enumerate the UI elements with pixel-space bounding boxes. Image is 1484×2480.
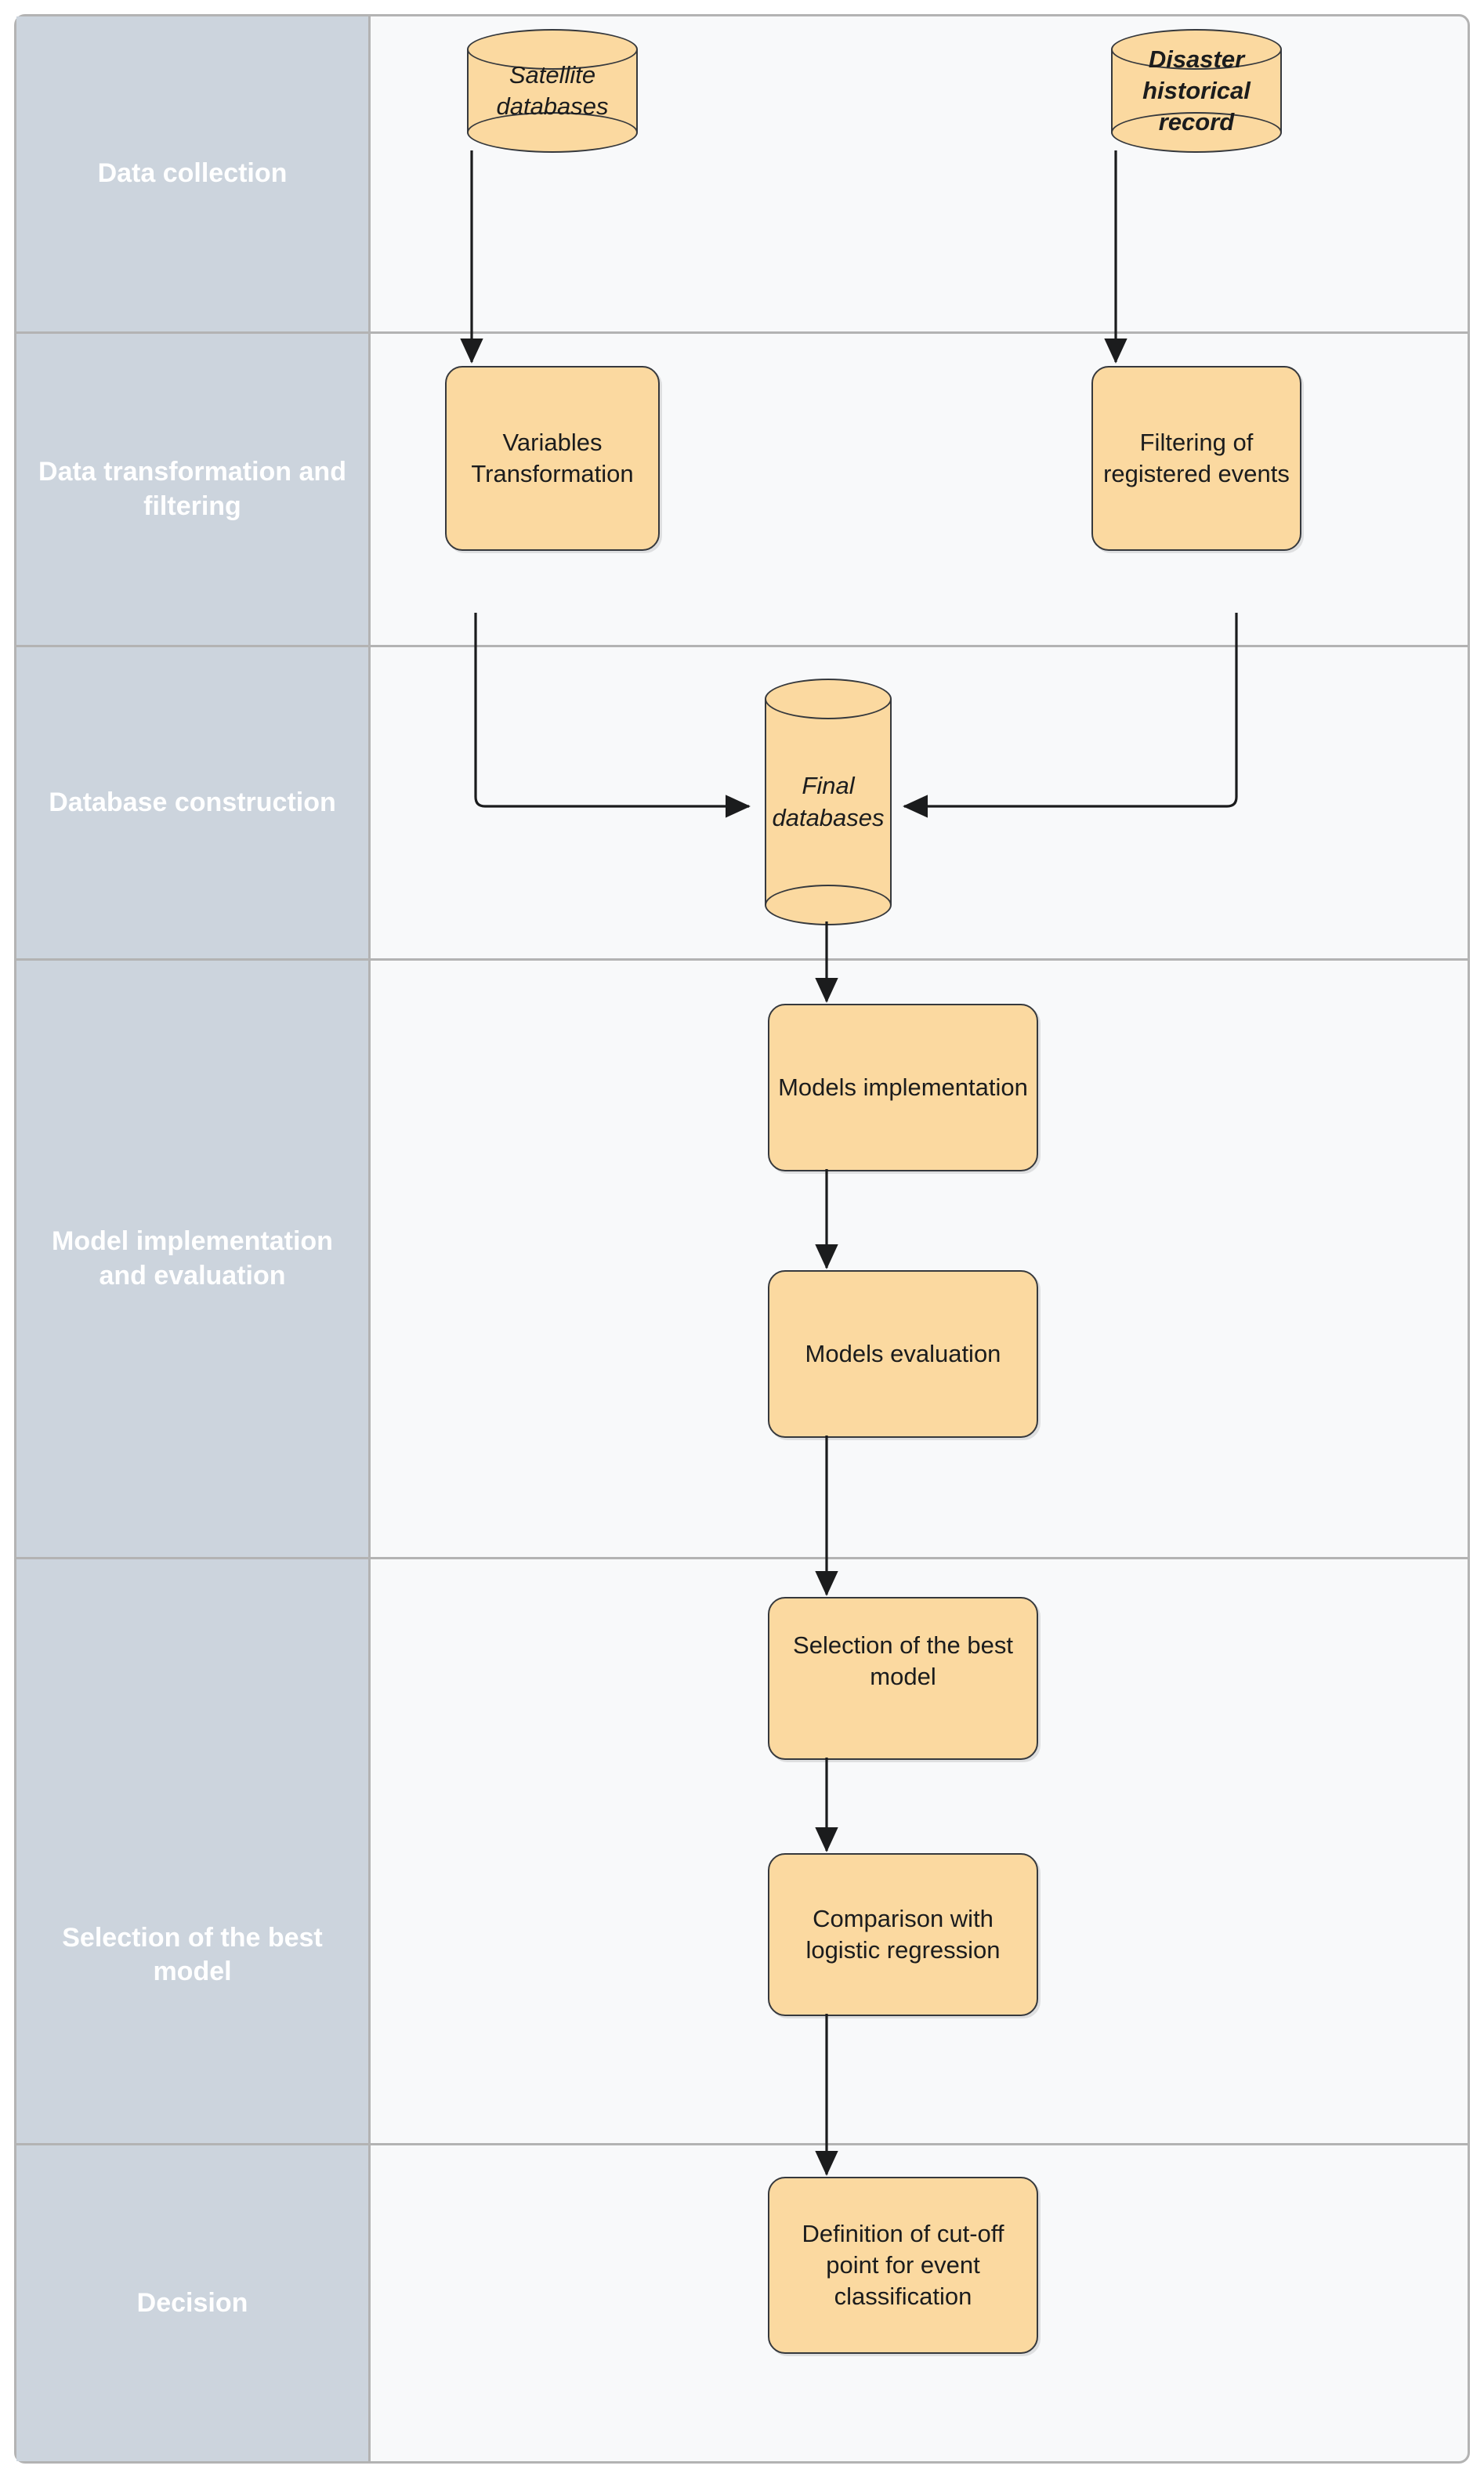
node-label: Comparison with logistic regression (805, 1904, 1001, 1964)
node-selection-of-best-model[interactable]: Selection of the best model (768, 1597, 1038, 1760)
lane-title-database-construction: Database construction (16, 647, 371, 958)
node-definition-cutoff-point[interactable]: Definition of cut-off point for event cl… (768, 2177, 1038, 2354)
cylinder-top (1111, 29, 1282, 70)
lane-title-decision: Decision (16, 2145, 371, 2461)
cylinder-top (467, 29, 638, 70)
lane-title-data-transformation: Data transformation and filtering (16, 334, 371, 645)
node-label: Definition of cut-off point for event cl… (802, 2219, 1004, 2311)
node-label: Filtering of registered events (1103, 428, 1290, 487)
node-disaster-historical-record[interactable]: Disaster historical record (1111, 29, 1282, 153)
lane-decision: Decision Definition of cut-off point for… (16, 2145, 1468, 2461)
node-label: Variables Transformation (471, 428, 634, 487)
node-comparison-logistic-regression[interactable]: Comparison with logistic regression (768, 1853, 1038, 2016)
lane-body-database-construction: Final databases (371, 647, 1468, 958)
node-label: Models implementation (778, 1073, 1028, 1101)
cylinder-bottom (467, 112, 638, 153)
node-label: Satellite databases (496, 60, 609, 120)
node-variables-transformation[interactable]: Variables Transformation (445, 366, 660, 551)
node-label: Selection of the best model (793, 1631, 1013, 1691)
lane-body-decision: Definition of cut-off point for event cl… (371, 2145, 1468, 2461)
swimlane-frame: Data collection Satellite databases Disa… (14, 14, 1470, 2464)
lane-title-model-implementation: Model implementation and evaluation (16, 961, 371, 1557)
lane-body-data-transformation: Variables Transformation Filtering of re… (371, 334, 1468, 645)
cylinder-top (765, 679, 892, 719)
lane-selection-best-model: Selection of the best model Selection of… (16, 1559, 1468, 2145)
node-label: Final databases (772, 772, 885, 831)
lane-data-transformation: Data transformation and filtering Variab… (16, 334, 1468, 647)
lane-model-implementation: Model implementation and evaluation Mode… (16, 961, 1468, 1559)
node-models-evaluation[interactable]: Models evaluation (768, 1270, 1038, 1438)
lane-database-construction: Database construction Final databases (16, 647, 1468, 961)
lane-body-data-collection: Satellite databases Disaster historical … (371, 16, 1468, 331)
lane-title-selection-best-model: Selection of the best model (16, 1559, 371, 2143)
node-label: Models evaluation (805, 1339, 1001, 1367)
node-models-implementation[interactable]: Models implementation (768, 1004, 1038, 1171)
lane-title-data-collection: Data collection (16, 16, 371, 331)
cylinder-bottom (1111, 112, 1282, 153)
lane-data-collection: Data collection Satellite databases Disa… (16, 16, 1468, 334)
cylinder-body (765, 699, 892, 905)
node-filtering-registered-events[interactable]: Filtering of registered events (1091, 366, 1301, 551)
lane-body-model-implementation: Models implementation Models evaluation (371, 961, 1468, 1557)
cylinder-bottom (765, 885, 892, 925)
node-final-databases[interactable]: Final databases (765, 679, 892, 925)
node-satellite-databases[interactable]: Satellite databases (467, 29, 638, 153)
node-label: Disaster historical record (1142, 45, 1251, 136)
lane-body-selection-best-model: Selection of the best model Comparison w… (371, 1559, 1468, 2143)
